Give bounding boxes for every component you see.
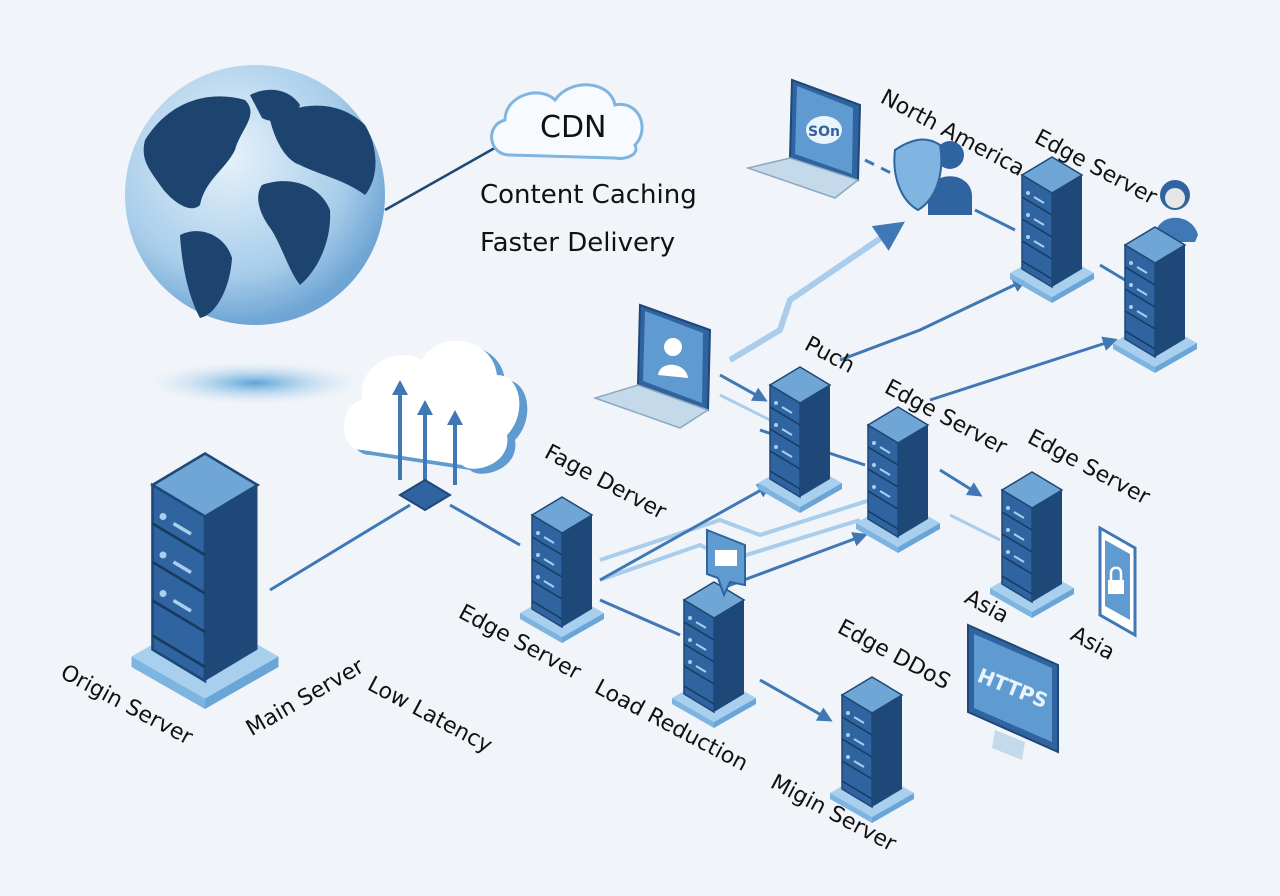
edge-to-load-line: [599, 598, 681, 637]
network-hub-icon: [398, 478, 452, 512]
cdn-title: CDN: [540, 110, 607, 145]
shield-user-icon: [893, 138, 972, 215]
upload-cloud-icon: [344, 340, 528, 512]
asia-server-icon: [989, 471, 1075, 619]
asia-line-2: [949, 513, 1001, 542]
edge-to-edge-line: [1099, 263, 1126, 282]
globe-to-cdn-line: [384, 143, 501, 212]
arrow-laptop-to-puch: [719, 373, 768, 402]
origin-to-hub-line: [269, 503, 411, 592]
globe-icon: [125, 65, 385, 405]
load-reduction-server-icon: [671, 581, 757, 729]
edge-server-bottom-icon: [519, 496, 605, 644]
https-monitor-icon: HTTPS: [967, 623, 1059, 760]
arrow-to-north-america: [728, 221, 905, 363]
origin-server-icon: [129, 451, 281, 711]
cdn-cloud-icon: [490, 83, 644, 160]
feature-faster-delivery: Faster Delivery: [480, 228, 676, 258]
bank-pin-icon: [706, 528, 746, 598]
arrow-to-ddos-server: [759, 678, 833, 722]
mesh-line-2: [599, 498, 871, 562]
laptop-line-2: [719, 393, 771, 422]
laptop-to-shield-line: [864, 158, 896, 177]
edge-server-mid-icon: [855, 406, 941, 554]
ddos-server-icon: [829, 676, 915, 824]
laptop-top-icon: SOn: [745, 78, 862, 199]
arrow-to-edge-server-right: [929, 336, 1118, 402]
arrow-to-asia-server: [939, 468, 983, 497]
edge-server-right-icon: [1112, 226, 1198, 374]
hub-to-edge-line: [449, 503, 521, 547]
shield-to-edge-line: [974, 208, 1016, 232]
lock-icon: [1108, 580, 1124, 594]
arrow-edge-to-puch: [599, 483, 773, 582]
edge-server-top-icon: [1009, 156, 1095, 304]
feature-content-caching: Content Caching: [480, 180, 697, 210]
laptop-top-screen-text: SOn: [808, 124, 840, 140]
user-avatar-icon: [1155, 180, 1198, 242]
globe-shadow: [145, 361, 365, 405]
arrow-to-edge-server-top: [839, 278, 1028, 362]
shield-icon: [893, 138, 943, 212]
puch-server-icon: [757, 366, 843, 514]
phone-lock-icon: [1098, 525, 1137, 638]
laptop-user-icon: [592, 303, 712, 429]
